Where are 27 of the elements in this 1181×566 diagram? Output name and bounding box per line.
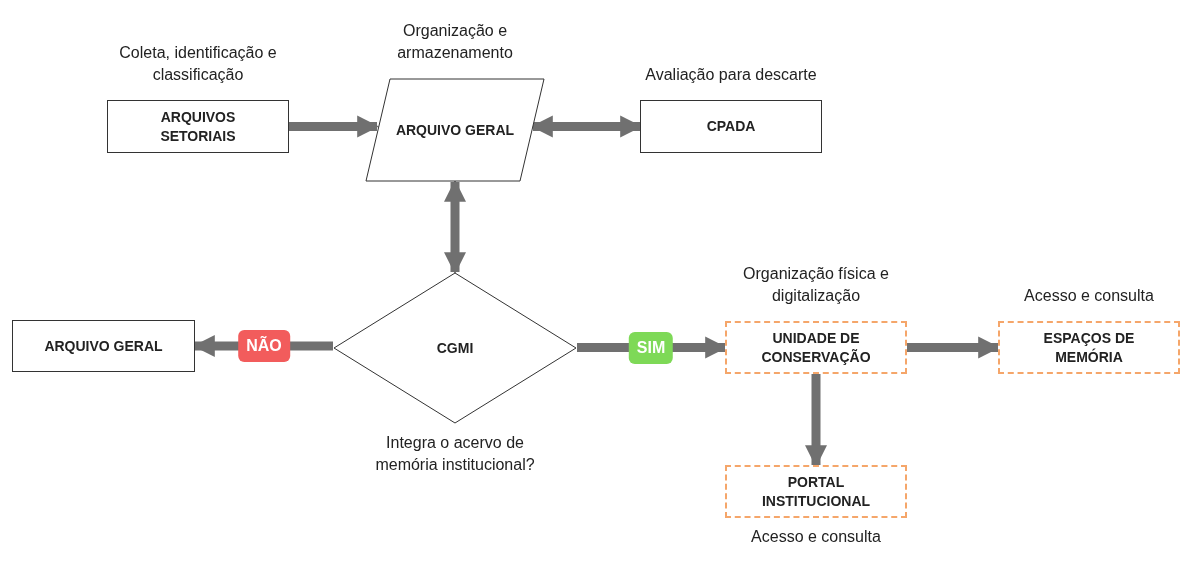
step-caption: Integra o acervo de memória institucional? <box>374 433 536 475</box>
node-label: ARQUIVOS SETORIAIS <box>159 107 237 146</box>
dashed-box <box>725 465 907 518</box>
step-caption: Organização física e digitalização <box>742 264 890 306</box>
step-caption: Acesso e consulta <box>1023 286 1155 306</box>
step-caption: Coleta, identificação e classificação <box>118 43 278 85</box>
arrow <box>805 374 827 468</box>
node-label: PORTAL INSTITUCIONAL <box>760 472 872 511</box>
arrow <box>289 115 380 138</box>
node-label: CGMI <box>435 338 475 358</box>
node-label: ARQUIVO GERAL <box>394 120 516 140</box>
step-caption: Acesso e consulta <box>750 527 882 547</box>
dashed-box <box>998 321 1180 374</box>
node-label: UNIDADE DE CONSERVAÇÃO <box>760 328 872 367</box>
decision-diamond <box>333 272 577 424</box>
dashed-box <box>725 321 907 374</box>
process-box <box>107 100 289 153</box>
step-caption: Organização e armazenamento <box>396 21 514 63</box>
process-box <box>640 100 822 153</box>
node-label: ARQUIVO GERAL <box>43 336 164 356</box>
process-box <box>12 320 195 372</box>
node-label: ESPAÇOS DE MEMÓRIA <box>1042 328 1136 367</box>
edge-label: NÃO <box>238 330 290 362</box>
node-label: CPADA <box>705 117 757 136</box>
step-caption: Avaliação para descarte <box>644 65 818 85</box>
edge-label: SIM <box>628 331 674 364</box>
parallelogram <box>365 78 545 182</box>
